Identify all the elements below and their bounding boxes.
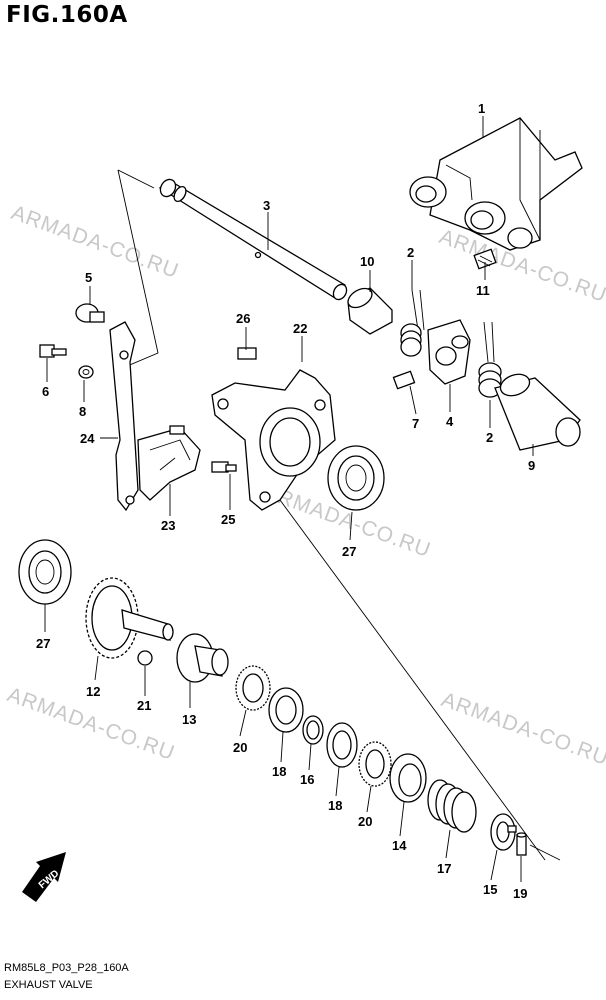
part-10-collar: [347, 287, 393, 335]
part-8-washer: [78, 365, 94, 379]
callout-13: 13: [182, 712, 196, 727]
part-13-collar: [176, 633, 229, 683]
part-9-sleeve: [494, 373, 581, 451]
leader-lines: [44, 116, 534, 882]
callout-8: 8: [79, 404, 86, 419]
callout-10: 10: [360, 254, 374, 269]
diagram-name: EXHAUST VALVE: [4, 979, 93, 991]
part-1-valve-holder: [409, 117, 583, 251]
callout-27-lower: 27: [36, 636, 50, 651]
watermark-bottom-right: ARMADA-CO.RU: [438, 688, 606, 770]
callout-7: 7: [412, 416, 419, 431]
callout-27-upper: 27: [342, 544, 356, 559]
part-12-gear-shaft: [85, 577, 174, 659]
callout-24: 24: [80, 431, 95, 446]
callout-4: 4: [446, 414, 454, 429]
callout-16: 16: [300, 772, 314, 787]
part-22-cover: [211, 369, 336, 511]
part-18-washer-upper: [268, 687, 304, 733]
callout-18-upper: 18: [272, 764, 286, 779]
callout-25: 25: [221, 512, 235, 527]
callout-21: 21: [137, 698, 151, 713]
part-23-bracket: [137, 425, 201, 501]
callout-14: 14: [392, 838, 407, 853]
part-18-washer-lower: [326, 722, 358, 768]
part-11-bolt: [473, 248, 497, 270]
part-26-bolt: [237, 347, 257, 360]
part-20-needle-bearing-lower: [358, 741, 392, 787]
callout-11: 11: [476, 283, 490, 298]
part-5-bolt: [75, 303, 105, 323]
callout-12: 12: [86, 684, 100, 699]
part-15-retainer: [490, 813, 517, 851]
part-4-lever: [427, 319, 471, 385]
callout-5: 5: [85, 270, 92, 285]
callout-15: 15: [483, 882, 497, 897]
part-20-needle-bearing-upper: [235, 665, 271, 711]
callout-17: 17: [437, 861, 451, 876]
part-19-pin: [516, 832, 527, 856]
part-27-bearing-lower: [18, 539, 72, 605]
watermark-top-left: ARMADA-CO.RU: [8, 201, 182, 283]
callout-6: 6: [42, 384, 49, 399]
part-17-spring: [427, 779, 477, 833]
part-24-rod: [109, 321, 139, 512]
part-6-bolt: [39, 344, 67, 358]
assembly-guide-lines: [117, 169, 561, 861]
callout-20-lower: 20: [358, 814, 372, 829]
callout-19: 19: [513, 886, 527, 901]
part-16-ring: [302, 715, 324, 745]
part-2-spring-upper: [400, 289, 425, 357]
callout-26: 26: [236, 311, 250, 326]
part-25-screw: [211, 461, 237, 473]
part-21-ball: [137, 650, 153, 666]
part-27-bearing-upper: [327, 445, 385, 511]
part-2-spring-lower: [478, 321, 502, 398]
callout-1: 1: [478, 101, 485, 116]
callout-2-lower: 2: [486, 430, 493, 445]
figure-title: FIG.160A: [6, 2, 128, 28]
callout-18-lower: 18: [328, 798, 342, 813]
callout-22: 22: [293, 321, 307, 336]
callout-2-upper: 2: [407, 245, 414, 260]
callout-labels: 1 3 10 2 11 5 26 22 6 8 7 4 2 9 24 23 25…: [36, 101, 535, 901]
diagram-code: RM85L8_P03_P28_160A: [4, 962, 129, 974]
part-3-shaft: [158, 178, 348, 301]
callout-9: 9: [528, 458, 535, 473]
callout-20-upper: 20: [233, 740, 247, 755]
callout-3: 3: [263, 198, 270, 213]
part-14-cup: [389, 753, 427, 803]
callout-23: 23: [161, 518, 175, 533]
part-7-screw: [392, 370, 416, 390]
fwd-arrow: FWD: [22, 852, 66, 902]
